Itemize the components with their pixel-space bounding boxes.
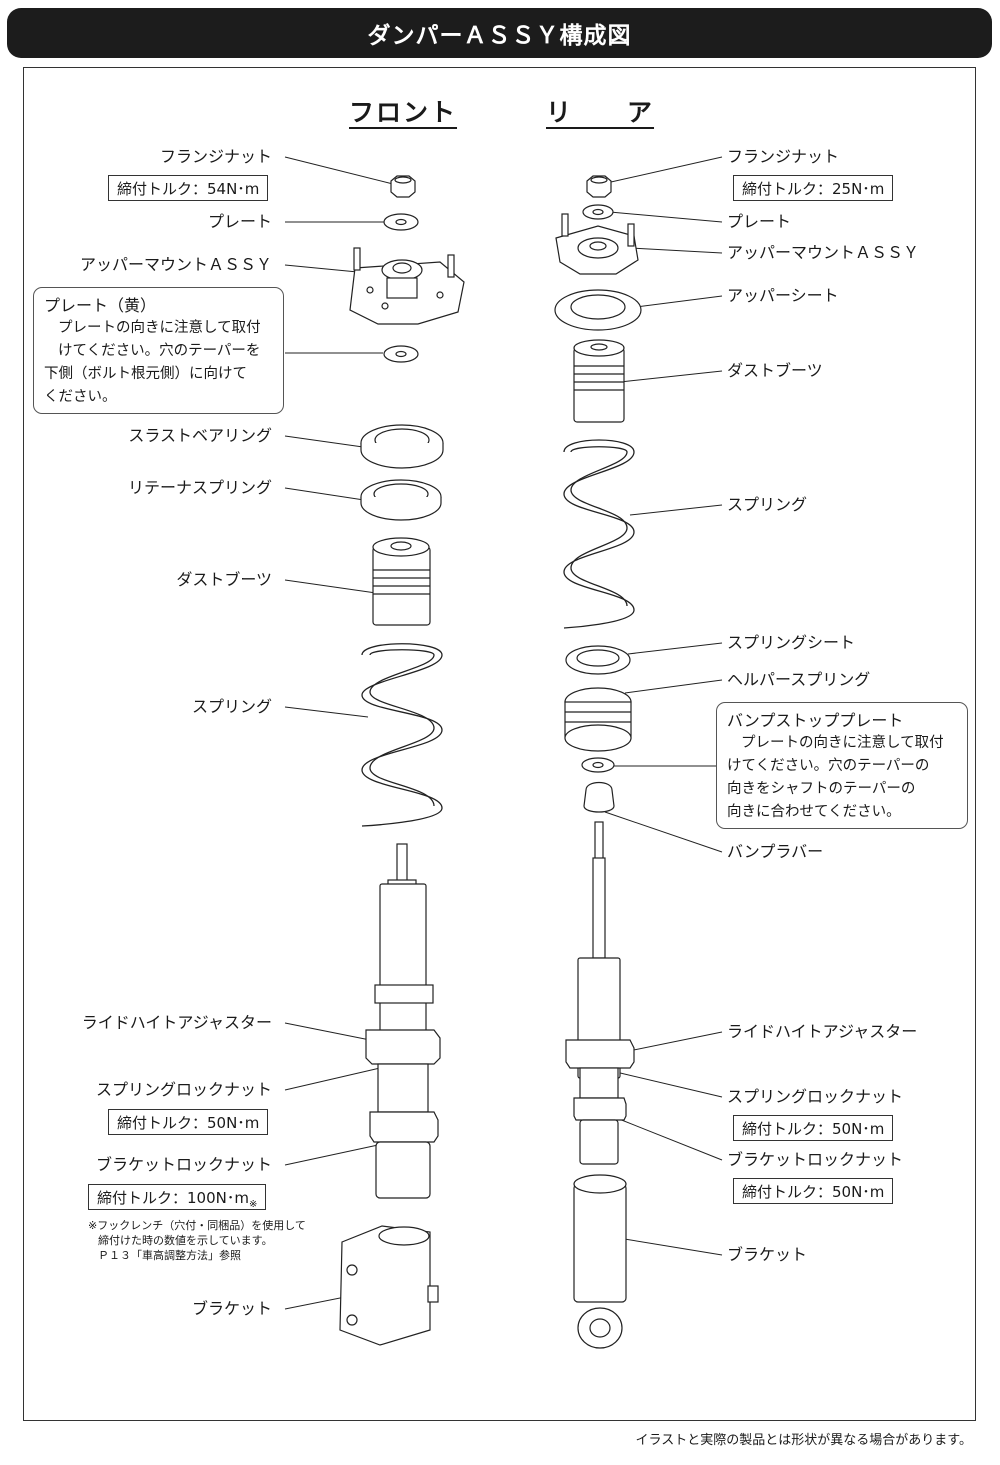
- rear-bump-rubber-label: バンプラバー: [727, 842, 824, 861]
- rear-bracket: [573, 1174, 627, 1349]
- rear-note-line: プレートの向きに注意して取付: [741, 735, 944, 751]
- rear-bump-stop-note: バンプストッププレート プレートの向きに注意して取付 けてください。穴のテーパー…: [716, 702, 968, 829]
- front-note-line: 下側（ボルト根元側）に向けて: [44, 366, 247, 382]
- rear-spring-seat-label: スプリングシート: [727, 633, 856, 652]
- rear-bracket-label: ブラケット: [727, 1245, 808, 1264]
- front-torque-footnote: ※フックレンチ（穴付・同梱品）を使用して 締付けた時の数値を示しています。 Ｐ１…: [88, 1218, 306, 1263]
- front-upper-mount-label: アッパーマウントＡＳＳＹ: [79, 255, 272, 274]
- front-ride-height-adjuster-label: ライドハイトアジャスター: [81, 1013, 272, 1032]
- rear-note-line: 向きをシャフトのテーパーの: [727, 781, 916, 797]
- rear-plate-label: プレート: [727, 212, 792, 231]
- rear-dust-boot: [573, 339, 625, 423]
- title-bar: ダンパーＡＳＳＹ構成図: [7, 8, 992, 58]
- rear-damper-body: [565, 821, 635, 1165]
- front-spring-label: スプリング: [191, 697, 272, 716]
- rear-heading: リ ア: [546, 98, 655, 127]
- rear-flange-nut: [586, 175, 612, 198]
- diagram-frame: [23, 67, 976, 1421]
- front-bracket-lock-nut-label: ブラケットロックナット: [95, 1155, 272, 1174]
- rear-spring-lock-nut-torque: 締付トルク：50N･m: [733, 1115, 894, 1141]
- page-title: ダンパーＡＳＳＹ構成図: [367, 23, 632, 49]
- front-plate-label: プレート: [207, 212, 272, 231]
- rear-bracket-lock-nut-label: ブラケットロックナット: [727, 1150, 904, 1169]
- rear-upper-mount: [555, 213, 639, 275]
- front-bracket: [339, 1225, 439, 1346]
- rear-bump-rubber: [583, 781, 615, 813]
- rear-note-heading: バンプストッププレート: [727, 711, 904, 730]
- front-retainer-spring-label: リテーナスプリング: [127, 478, 272, 497]
- front-leader-lines: [284, 156, 401, 1310]
- front-heading: フロント: [349, 98, 458, 127]
- front-thrust-bearing: [360, 424, 444, 469]
- front-retainer-spring: [360, 479, 442, 521]
- front-damper-body: [365, 843, 441, 1199]
- rear-flange-nut-label: フランジナット: [727, 147, 840, 166]
- front-bracket-label: ブラケット: [191, 1299, 272, 1318]
- rear-spring-label: スプリング: [727, 495, 808, 514]
- footnote-line: Ｐ１３「車高調整方法」参照: [98, 1249, 241, 1262]
- front-note-line: プレートの向きに注意して取付: [58, 320, 261, 336]
- front-note-heading: プレート（黄）: [44, 296, 157, 315]
- rear-spring-seat: [565, 645, 631, 675]
- rear-dust-boot-label: ダストブーツ: [727, 361, 823, 380]
- front-yellow-plate: [383, 345, 419, 363]
- front-bracket-lock-nut-torque-text: 締付トルク：100N･m: [97, 1189, 249, 1207]
- front-note-line: ください。: [44, 389, 117, 405]
- front-spring: [361, 643, 443, 827]
- front-spring-lock-nut-torque: 締付トルク：50N･m: [108, 1109, 269, 1135]
- rear-helper-spring: [564, 687, 632, 752]
- front-flange-nut-torque: 締付トルク：54N･m: [108, 175, 269, 201]
- front-thrust-bearing-label: スラストベアリング: [128, 426, 272, 445]
- rear-note-line: 向きに合わせてください。: [727, 804, 901, 820]
- rear-upper-seat-label: アッパーシート: [727, 286, 839, 305]
- front-dust-boot: [372, 537, 431, 626]
- front-upper-mount: [349, 247, 465, 325]
- rear-plate: [582, 204, 614, 220]
- rear-ride-height-adjuster-label: ライドハイトアジャスター: [727, 1022, 918, 1041]
- rear-spring-lock-nut-label: スプリングロックナット: [727, 1087, 904, 1106]
- front-plate-note: プレート（黄） プレートの向きに注意して取付 けてください。穴のテーパーを 下側…: [33, 287, 284, 414]
- rear-upper-seat: [554, 289, 642, 331]
- footnote-line: ※フックレンチ（穴付・同梱品）を使用して: [88, 1219, 306, 1232]
- rear-note-line: けてください。穴のテーパーの: [727, 758, 930, 774]
- disclaimer: イラストと実際の製品とは形状が異なる場合があります。: [635, 1433, 972, 1448]
- rear-leader-lines: [599, 156, 723, 1256]
- rear-flange-nut-torque: 締付トルク：25N･m: [733, 175, 894, 201]
- front-dust-boot-label: ダストブーツ: [176, 570, 272, 589]
- footnote-line: 締付けた時の数値を示しています。: [98, 1234, 273, 1247]
- front-bracket-lock-nut-torque: 締付トルク：100N･m※: [88, 1184, 267, 1210]
- front-flange-nut-label: フランジナット: [159, 147, 272, 166]
- rear-spring: [563, 439, 635, 629]
- torque-footnote-mark: ※: [248, 1199, 258, 1210]
- front-spring-lock-nut-label: スプリングロックナット: [95, 1080, 272, 1099]
- rear-bump-stop-plate: [581, 757, 615, 773]
- rear-upper-mount-label: アッパーマウントＡＳＳＹ: [727, 243, 920, 262]
- front-plate: [383, 213, 419, 231]
- front-note-line: けてください。穴のテーパーを: [58, 343, 261, 359]
- rear-bracket-lock-nut-torque: 締付トルク：50N･m: [733, 1178, 894, 1204]
- front-flange-nut: [390, 175, 416, 198]
- rear-helper-spring-label: ヘルパースプリング: [727, 670, 871, 689]
